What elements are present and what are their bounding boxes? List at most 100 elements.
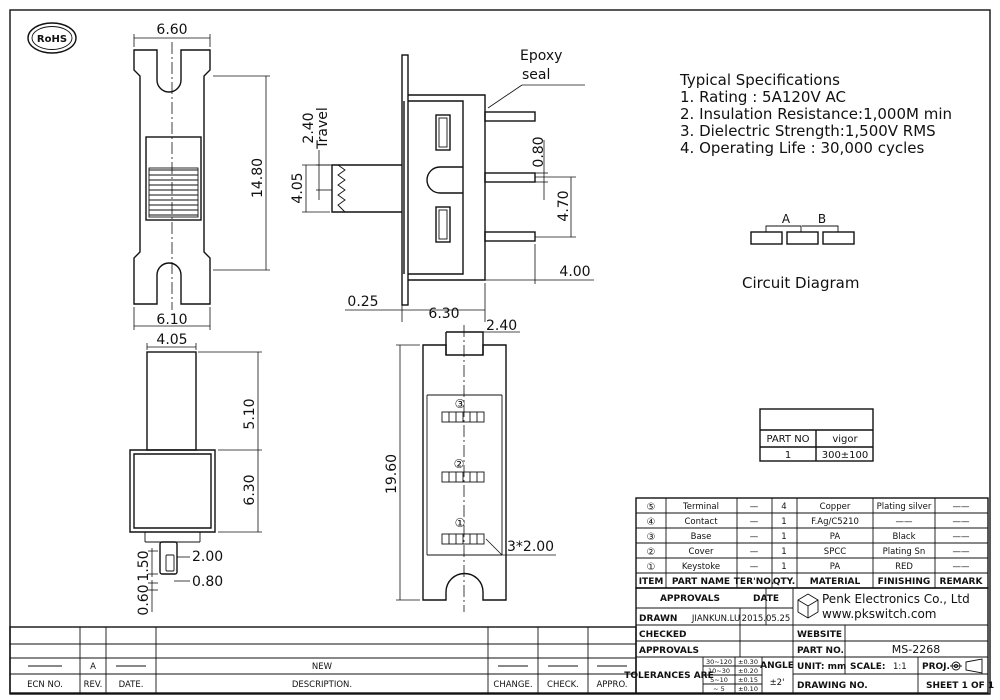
bom-row-5-ter: —: [750, 562, 759, 572]
tb-unit: UNIT: mm: [797, 662, 846, 672]
dim-top-height: 14.80: [250, 158, 266, 198]
dim-body-height: 6.30: [242, 474, 258, 505]
spec-item-4: 4. Operating Life : 30,000 cycles: [680, 139, 924, 157]
bom-row-3-item: ③: [647, 532, 656, 543]
tb-checked-label: CHECKED: [639, 630, 686, 640]
bom-row-4-remark: ——: [953, 547, 971, 557]
bom-table: ⑤ Terminal — 4 Copper Plating silver —— …: [635, 497, 989, 589]
tb-drawn-label: DRAWN: [639, 614, 677, 624]
bom-header-name: PART NAME: [672, 577, 730, 587]
bom-row-2-ter: —: [750, 517, 759, 527]
part-table: PART NO vigor 1 300±100: [759, 408, 874, 462]
part-table-value-2: 300±100: [822, 450, 869, 461]
tb-tol-r3b: ±0.15: [738, 676, 758, 684]
tb-tol-r3a: 5~10: [710, 676, 728, 684]
bom-row-5-finishing: RED: [895, 562, 913, 572]
bom-row-5-material: PA: [830, 562, 841, 572]
bom-row-1-material: Copper: [820, 502, 851, 512]
dim-frame-height: 19.60: [384, 454, 400, 494]
dim-pin-spacing: 3*2.00: [507, 539, 554, 555]
bom-row-5-remark: ——: [953, 562, 971, 572]
rev-value: A: [90, 662, 96, 672]
rev-header-check: CHECK.: [547, 680, 579, 690]
side-view: Epoxy seal 2.40 Travel 4.05 0.80 4.70 4.…: [290, 48, 594, 322]
dim-pin-span: 4.70: [556, 190, 572, 221]
tb-part-no-label: PART NO.: [797, 646, 844, 656]
end-view: 4.05 5.10 6.30 2.00 0.80 1.50 0.60: [129, 332, 262, 616]
bom-row-3-finishing: Black: [893, 532, 916, 542]
tb-angle: ANGLE: [760, 661, 794, 671]
bom-row-4-qty: 1: [781, 547, 786, 557]
part-table-header-part: PART NO: [766, 434, 809, 445]
bom-row-3-qty: 1: [781, 532, 786, 542]
tb-drawn-by: JIANKUN.LU: [691, 614, 740, 624]
bom-row-1-qty: 4: [781, 502, 786, 512]
tb-approvals-label: APPROVALS: [639, 646, 699, 656]
dim-act-width: 4.05: [156, 332, 187, 348]
part-table-header-vigor: vigor: [832, 434, 858, 445]
label-seal: seal: [522, 67, 550, 83]
dim-term-tip: 0.60: [136, 584, 152, 615]
tb-tol-r1a: 30~120: [706, 658, 732, 666]
bom-row-3-material: PA: [830, 532, 841, 542]
tb-scale-val: 1:1: [893, 662, 907, 672]
tb-tol-r2b: ±0.20: [738, 667, 758, 675]
dim-act-height: 5.10: [242, 398, 258, 429]
tb-web: www.pkswitch.com: [822, 607, 936, 621]
tb-proj: PROJ.: [922, 662, 950, 672]
company-logo-icon: [797, 593, 819, 619]
dim-flange: 0.25: [347, 294, 378, 310]
bom-row-5-item: ①: [647, 562, 656, 573]
part-table-value-1: 1: [785, 450, 791, 461]
dim-pin-length: 4.00: [559, 264, 590, 280]
rev-header-ecn: ECN NO.: [27, 680, 63, 690]
bom-row-4-finishing: Plating Sn: [883, 547, 926, 557]
label-terminal-3: ③: [455, 397, 466, 411]
circuit-label-b: B: [818, 212, 826, 226]
rev-header-description: DESCRIPTION.: [292, 680, 352, 690]
dim-stroke: 4.05: [290, 172, 306, 203]
bom-row-2-finishing: ——: [896, 517, 914, 527]
dim-frame-tab: 2.40: [486, 318, 517, 334]
projection-symbol-icon: [950, 658, 983, 674]
bom-row-3-name: Base: [691, 532, 712, 542]
dim-term-height: 1.50: [136, 550, 152, 581]
spec-item-1: 1. Rating : 5A120V AC: [680, 88, 846, 106]
tb-drawn-date: 2015.05.25: [742, 614, 791, 624]
label-travel: Travel: [315, 107, 331, 150]
circuit-title: Circuit Diagram: [742, 274, 859, 292]
bom-row-5-qty: 1: [781, 562, 786, 572]
tb-tol-r4a: ~ 5: [713, 685, 725, 693]
title-block: APPROVALS DATE DRAWN JIANKUN.LU 2015.05.…: [624, 587, 994, 694]
bom-row-4-material: SPCC: [824, 547, 846, 557]
bom-row-4-ter: —: [750, 547, 759, 557]
specifications: Typical Specifications 1. Rating : 5A120…: [679, 71, 952, 157]
bom-row-1-ter: —: [750, 502, 759, 512]
revision-block: A NEW ECN NO. REV. DATE. DESCRIPTION. CH…: [9, 626, 637, 694]
rev-header-rev: REV.: [84, 680, 103, 690]
bom-row-1-finishing: Plating silver: [877, 502, 932, 512]
tb-sheet: SHEET 1 OF 1: [926, 681, 994, 691]
bom-row-2-remark: ——: [953, 517, 971, 527]
tb-approvals-header: APPROVALS: [660, 594, 720, 604]
bottom-view: ③ ② ① 2.40 19.60 3*2.00: [384, 318, 556, 612]
sheet-border: [9, 9, 991, 695]
rev-description-value: NEW: [312, 662, 333, 672]
bom-row-4-name: Cover: [689, 547, 714, 557]
dim-bottom-width: 6.10: [156, 312, 187, 328]
rohs-label: RoHS: [37, 34, 67, 45]
bom-row-1-name: Terminal: [682, 502, 719, 512]
spec-item-3: 3. Dielectric Strength:1,500V RMS: [680, 122, 936, 140]
tb-tol-r2a: 10~30: [708, 667, 730, 675]
bom-row-1-remark: ——: [953, 502, 971, 512]
bom-header-ter: TER'NO.: [734, 577, 774, 587]
dim-top-width: 6.60: [156, 22, 187, 38]
circuit-label-a: A: [782, 212, 791, 226]
rev-header-date: DATE.: [119, 680, 144, 690]
rev-header-appro: APPRO.: [596, 680, 627, 690]
bom-header-item: ITEM: [639, 577, 664, 587]
actuator-ridges: [148, 167, 199, 218]
dim-term-thick: 0.80: [192, 574, 223, 590]
tb-tol-r4b: ±0.10: [738, 685, 758, 693]
bom-row-2-item: ④: [647, 517, 656, 528]
